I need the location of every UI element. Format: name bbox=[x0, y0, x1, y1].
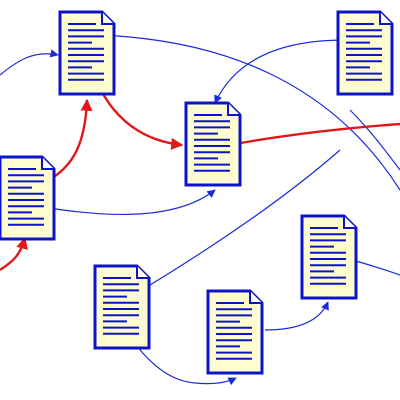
document-icon bbox=[58, 10, 116, 96]
link-offscreen-to-doc-d-highlighted bbox=[0, 236, 28, 271]
document-icon bbox=[184, 101, 242, 187]
link-doc-b-to-doc-g bbox=[149, 149, 341, 286]
document-corner-fold bbox=[227, 103, 240, 116]
link-doc-g-to-doc-e bbox=[264, 301, 329, 331]
document-icon bbox=[300, 214, 358, 300]
document-icon bbox=[93, 264, 151, 350]
document-icon bbox=[336, 10, 394, 96]
document-corner-fold bbox=[249, 291, 262, 304]
document-icon bbox=[0, 155, 56, 241]
document-corner-fold bbox=[136, 266, 149, 279]
link-doc-a-to-offscreen bbox=[99, 34, 400, 191]
link-doc-b-to-offscreen bbox=[349, 109, 400, 171]
link-offscreen-to-doc-a bbox=[0, 49, 59, 76]
link-doc-d-to-doc-c bbox=[29, 189, 216, 216]
document-corner-fold bbox=[379, 12, 392, 25]
document-corner-fold bbox=[343, 216, 356, 229]
document-corner-fold bbox=[41, 157, 54, 170]
link-doc-b-to-doc-c bbox=[214, 39, 346, 104]
document-icon bbox=[206, 289, 264, 375]
nodes-layer bbox=[0, 10, 394, 375]
document-corner-fold bbox=[101, 12, 114, 25]
